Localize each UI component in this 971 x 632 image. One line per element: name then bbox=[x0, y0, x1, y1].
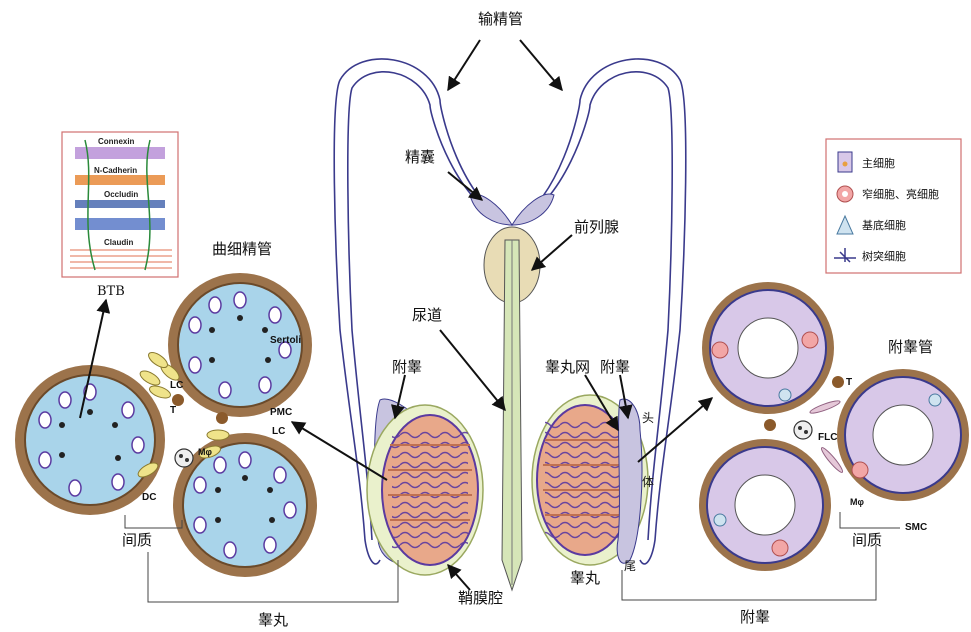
seminiferous-tubule-bottom bbox=[173, 433, 317, 577]
label-interstitium-left: 间质 bbox=[122, 531, 152, 549]
label-testis-small: 睾丸 bbox=[570, 569, 600, 587]
btb-inset bbox=[62, 132, 178, 277]
label-epididymis-right: 附睾 bbox=[600, 358, 630, 376]
cell-label-sertoli: Sertoli bbox=[270, 335, 301, 346]
legend-label-1: 窄细胞、亮细胞 bbox=[862, 187, 939, 201]
label-seminal-vesicle: 精囊 bbox=[405, 148, 435, 166]
cell-label-flc: FLC bbox=[818, 432, 837, 443]
cell-label-dc: DC bbox=[142, 492, 156, 503]
btb-label-claudin: Claudin bbox=[104, 238, 133, 247]
label-seminiferous-tubule: 曲细精管 bbox=[212, 240, 272, 258]
cell-label-smc: SMC bbox=[905, 522, 927, 533]
label-urethra: 尿道 bbox=[412, 306, 442, 324]
label-epididymis-left: 附睾 bbox=[392, 358, 422, 376]
cell-label-lc1: LC bbox=[170, 380, 183, 391]
cell-label-mphi-right: Mφ bbox=[850, 497, 864, 507]
btb-label-n-cadherin: N-Cadherin bbox=[94, 166, 137, 175]
btb-label-occludin: Occludin bbox=[104, 190, 138, 199]
label-body: 体 bbox=[642, 475, 654, 489]
cell-label-t2: T bbox=[846, 377, 852, 388]
label-btb: BTB bbox=[97, 284, 125, 299]
seminal-vesicle-left bbox=[470, 194, 512, 225]
epididymal-duct-bottom bbox=[699, 439, 831, 571]
cell-label-mphi-left: Mφ bbox=[198, 447, 212, 457]
testis-left bbox=[367, 399, 483, 575]
cell-label-pmc: PMC bbox=[270, 407, 292, 418]
label-head: 头 bbox=[642, 411, 654, 425]
label-epididymis-bottom: 附睾 bbox=[740, 608, 770, 626]
legend-label-3: 树突细胞 bbox=[862, 249, 906, 263]
label-tunica-vaginalis: 鞘膜腔 bbox=[458, 589, 503, 607]
testis-right bbox=[532, 395, 648, 565]
cell-label-t1: T bbox=[170, 405, 176, 416]
epididymal-duct-top bbox=[702, 282, 834, 414]
label-interstitium-right: 间质 bbox=[852, 531, 882, 549]
label-rete-testis: 睾丸网 bbox=[545, 358, 590, 376]
seminal-vesicle-right bbox=[512, 194, 554, 225]
label-epididymal-duct: 附睾管 bbox=[888, 338, 933, 356]
legend-label-0: 主细胞 bbox=[862, 157, 895, 170]
label-testis-bottom: 睾丸 bbox=[258, 611, 288, 629]
label-vas-deferens: 输精管 bbox=[478, 10, 523, 28]
cell-label-lc2: LC bbox=[272, 426, 285, 437]
btb-label-connexin: Connexin bbox=[98, 137, 135, 146]
epididymal-duct-right bbox=[837, 369, 969, 501]
legend-label-2: 基底细胞 bbox=[862, 218, 906, 232]
label-tail: 尾 bbox=[624, 559, 636, 573]
label-prostate: 前列腺 bbox=[574, 218, 619, 236]
